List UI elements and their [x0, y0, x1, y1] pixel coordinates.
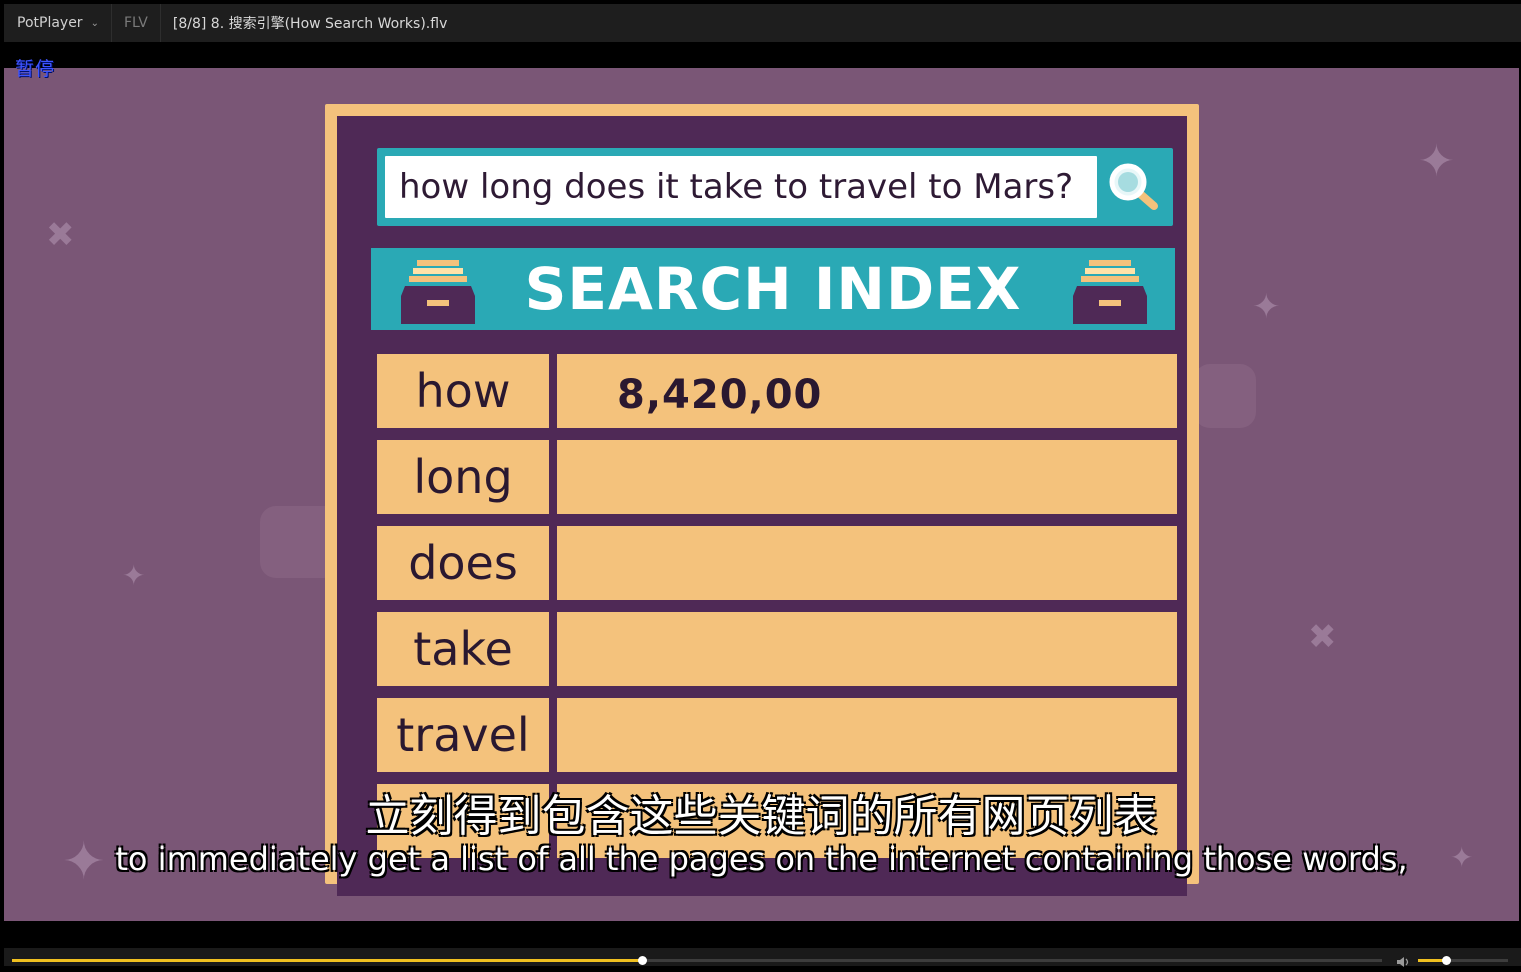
- page-count: 8,420,00: [617, 372, 823, 418]
- sparkle-icon: ✦: [1450, 841, 1474, 874]
- index-row-partial: [377, 784, 1177, 870]
- title-bar: PotPlayer ⌄ FLV [8/8] 8. 搜索引擎(How Search…: [4, 4, 1521, 42]
- index-word: how: [377, 354, 549, 428]
- seek-thumb[interactable]: [638, 956, 648, 965]
- volume-thumb[interactable]: [1441, 956, 1451, 965]
- osd-status: 暂停: [15, 58, 56, 80]
- index-value-cell: 8,420,00: [557, 354, 1177, 428]
- search-query: how long does it take to travel to Mars?: [399, 167, 1074, 207]
- magnifier-icon: [1103, 156, 1163, 218]
- index-value-cell: [557, 440, 1177, 514]
- search-bar: how long does it take to travel to Mars?: [377, 148, 1173, 226]
- index-table: how 8,420,00 long does take: [377, 354, 1177, 870]
- seek-bar[interactable]: [12, 956, 1382, 965]
- app-menu-button[interactable]: PotPlayer ⌄: [4, 4, 112, 42]
- search-field: how long does it take to travel to Mars?: [385, 156, 1097, 218]
- sparkle-icon: ✦: [1418, 136, 1455, 187]
- chevron-down-icon: ⌄: [90, 17, 99, 29]
- sparkle-icon: ✖: [46, 215, 75, 255]
- index-value-cell: [557, 784, 1177, 858]
- speaker-icon[interactable]: [1396, 953, 1412, 967]
- index-row: how 8,420,00: [377, 354, 1177, 440]
- search-index-banner: SEARCH INDEX: [371, 248, 1175, 330]
- app-name: PotPlayer: [17, 15, 83, 31]
- index-card: how long does it take to travel to Mars?: [325, 104, 1199, 896]
- index-row: take: [377, 612, 1177, 698]
- volume-slider[interactable]: [1418, 956, 1508, 965]
- file-drawer-icon: [1071, 260, 1149, 324]
- subtitle-chinese: 立刻得到包含这些关键词的所有网页列表: [365, 791, 1158, 842]
- index-card-body: how long does it take to travel to Mars?: [337, 116, 1187, 896]
- index-word-cell: [377, 784, 549, 858]
- search-index-title: SEARCH INDEX: [524, 255, 1022, 323]
- sparkle-icon: ✖: [1308, 617, 1337, 657]
- index-row: travel: [377, 698, 1177, 784]
- index-row: long: [377, 440, 1177, 526]
- sparkle-icon: ✦: [122, 559, 146, 592]
- sparkle-icon: ✦: [1252, 287, 1281, 327]
- index-value-cell: [557, 612, 1177, 686]
- playback-controls: [4, 948, 1521, 967]
- index-row: does: [377, 526, 1177, 612]
- format-label: FLV: [112, 4, 161, 42]
- index-value-cell: [557, 698, 1177, 772]
- index-value-cell: [557, 526, 1177, 600]
- subtitle-english: to immediately get a list of all the pag…: [115, 840, 1408, 878]
- video-area[interactable]: ✖ ✦ ✦ ✦ ✖ ✦ ✦ how long does it take to t…: [4, 68, 1519, 921]
- index-word: does: [377, 526, 549, 600]
- volume-level: [1418, 959, 1446, 962]
- index-word: travel: [377, 698, 549, 772]
- sparkle-icon: ✦: [62, 832, 106, 892]
- background-shape: [1194, 364, 1256, 428]
- file-drawer-icon: [399, 260, 477, 324]
- file-title: [8/8] 8. 搜索引擎(How Search Works).flv: [172, 16, 448, 32]
- index-word: take: [377, 612, 549, 686]
- seek-progress: [12, 959, 643, 962]
- index-word: long: [377, 440, 549, 514]
